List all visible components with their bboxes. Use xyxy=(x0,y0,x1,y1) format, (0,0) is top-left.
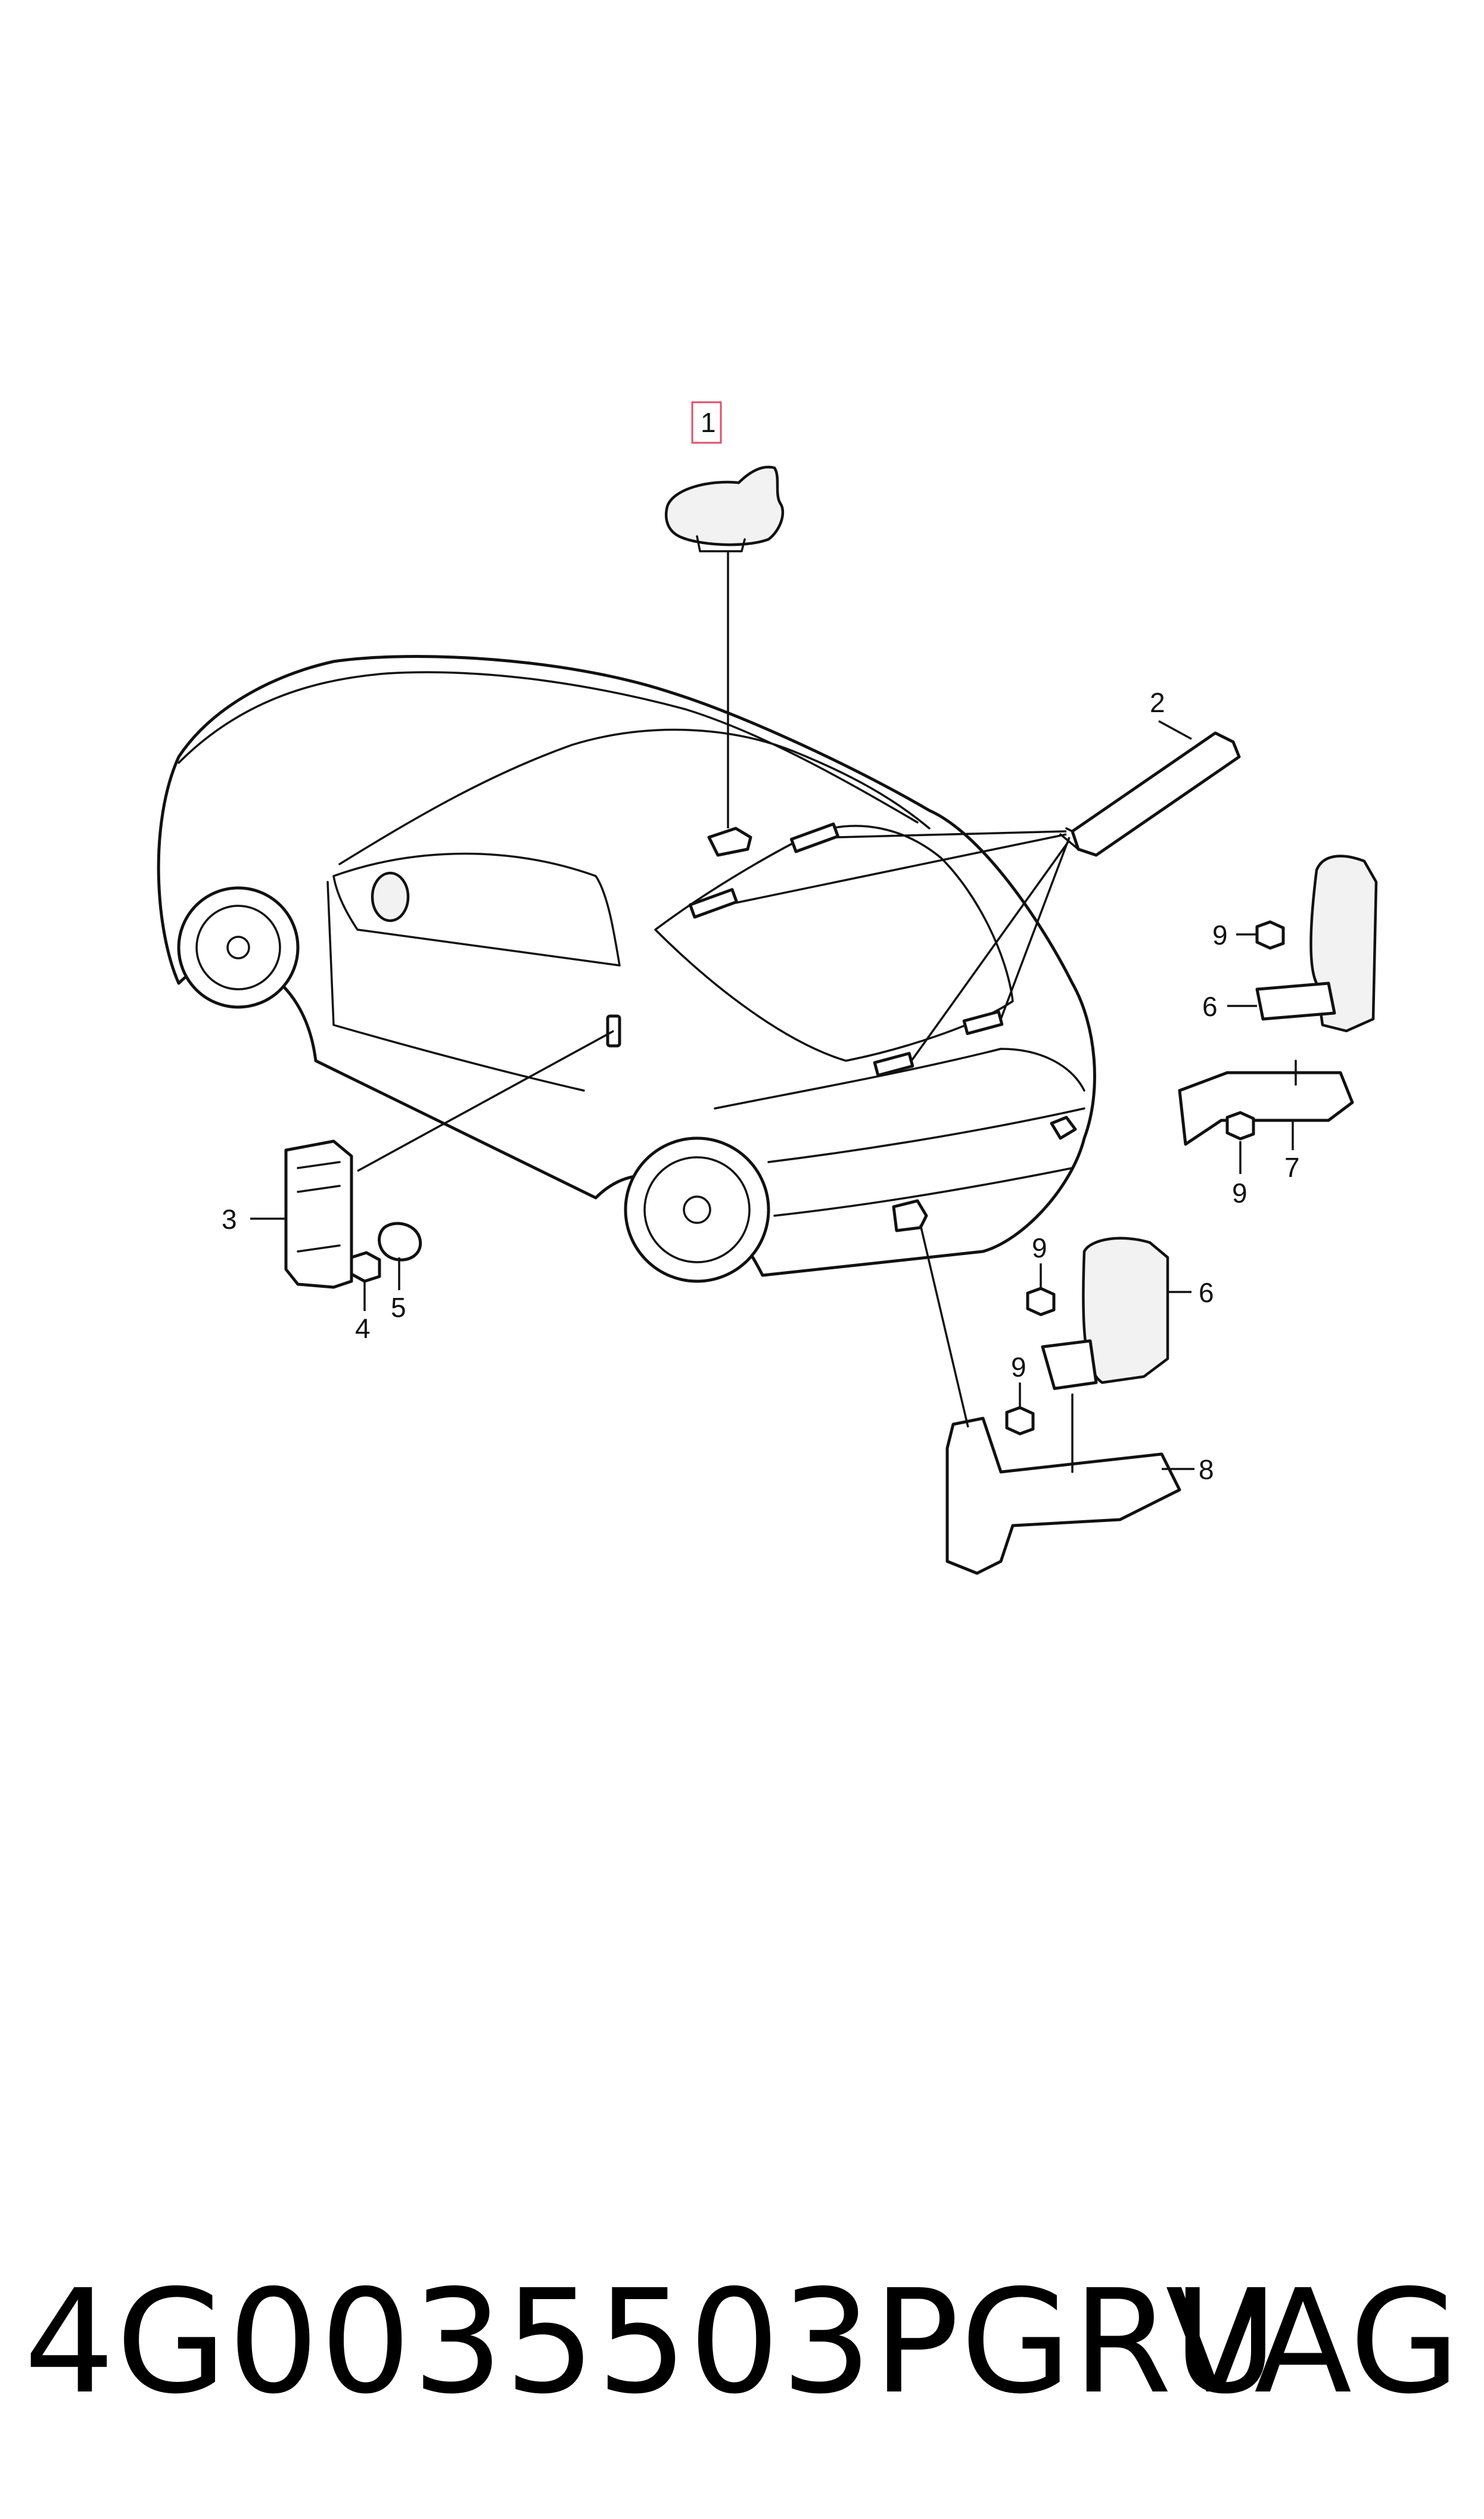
rear-wheel-rim xyxy=(643,1156,751,1263)
nut-9c xyxy=(1026,1287,1056,1316)
leader-2b xyxy=(735,833,1067,904)
module-ribs xyxy=(297,1161,341,1253)
leader-2 xyxy=(1158,720,1192,740)
part-2-amplifier xyxy=(735,720,1241,1062)
callout-1-highlight xyxy=(691,401,722,444)
nut-9a xyxy=(1255,920,1285,950)
callout-labels: 1 2 3 4 5 6 6 7 8 9 9 9 9 xyxy=(222,401,1300,1485)
bracket-7 xyxy=(1178,1071,1354,1146)
part-1-roof-antenna xyxy=(664,465,785,828)
upper-right-bracket-group xyxy=(1178,855,1378,1174)
roof-antenna xyxy=(664,465,785,546)
front-wheel-hub xyxy=(226,936,250,959)
callout-9d: 9 xyxy=(1011,1352,1026,1383)
callout-2: 2 xyxy=(1150,687,1165,718)
callout-9b: 9 xyxy=(1232,1178,1247,1209)
lower-right-bracket-group xyxy=(919,1224,1194,1575)
leader-3a xyxy=(357,1030,614,1172)
roof-antenna-mount xyxy=(707,827,752,857)
part-3-module xyxy=(250,1030,614,1311)
car-roof xyxy=(178,671,919,824)
trunk-strip-2 xyxy=(873,1052,914,1077)
bracket-6b xyxy=(1041,1339,1098,1390)
antenna-base xyxy=(696,535,746,552)
nut-9b xyxy=(1225,1111,1255,1141)
callout-6a: 6 xyxy=(1202,991,1218,1022)
callout-9a: 9 xyxy=(1212,920,1228,951)
callout-4: 4 xyxy=(355,1313,371,1344)
callout-6b: 6 xyxy=(1199,1277,1214,1308)
callout-7: 7 xyxy=(1284,1152,1300,1183)
door-line xyxy=(326,881,585,1092)
nut-4 xyxy=(350,1251,381,1283)
part-number: 4G0035503PGRU xyxy=(24,2259,1279,2425)
nut-9d xyxy=(1005,1406,1035,1436)
leader-2a xyxy=(836,830,1067,838)
rear-bumper xyxy=(767,1107,1085,1217)
amplifier-module xyxy=(1071,731,1241,857)
side-mirror xyxy=(371,871,410,923)
callout-3: 3 xyxy=(222,1204,237,1235)
car-illustration xyxy=(157,655,1096,1283)
callout-9c: 9 xyxy=(1032,1232,1047,1263)
footer: 4G0035503PGRU VAG xyxy=(0,2253,1484,2431)
rear-wheel-hub xyxy=(683,1195,711,1224)
bracket-6a xyxy=(1255,981,1336,1021)
bumper-mark-left xyxy=(892,1199,928,1232)
bumper-mark-right xyxy=(1050,1116,1077,1140)
bracket-8 xyxy=(945,1417,1181,1575)
front-wheel-rim xyxy=(195,905,281,990)
clip-5 xyxy=(378,1222,422,1262)
callout-1: 1 xyxy=(701,407,716,438)
control-unit-6b xyxy=(1082,1237,1169,1384)
rear-wheel xyxy=(624,1136,770,1283)
leader-8a xyxy=(919,1224,969,1428)
roof-strip-1 xyxy=(789,822,839,853)
leader-2d xyxy=(910,839,1071,1062)
rear-deck xyxy=(714,1048,1085,1110)
leader-2c xyxy=(1000,837,1071,1020)
callout-5: 5 xyxy=(391,1292,406,1323)
side-window xyxy=(332,852,621,967)
roof-strip-2 xyxy=(688,888,738,919)
callout-8: 8 xyxy=(1199,1454,1214,1485)
side-module xyxy=(284,1139,353,1289)
car-roof-line xyxy=(338,728,931,865)
brand-label: VAG xyxy=(1165,2259,1460,2425)
